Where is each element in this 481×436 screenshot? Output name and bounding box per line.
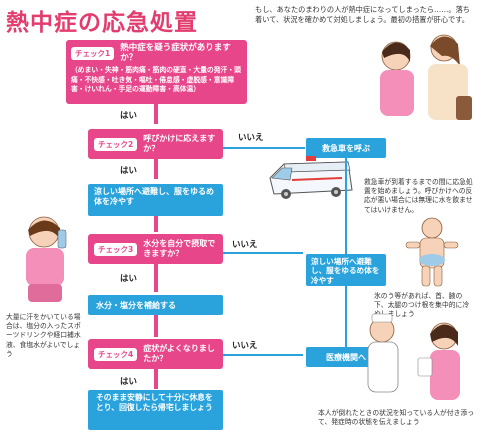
nurse-illustration (367, 313, 460, 400)
ambulance-note: 救急車が到着するまでの間に応急処置を始めましょう。呼びかけへの反応が悪い場合には… (364, 178, 473, 214)
hospital-text: 医療機関へ (326, 352, 366, 362)
yes-label-4: はい (120, 377, 138, 387)
yes-arrow-5 (154, 315, 158, 337)
no-line-3 (223, 252, 303, 254)
yes-arrow-2 (154, 159, 158, 179)
ambulance-box: 救急車を呼ぶ (306, 138, 386, 158)
page-title: 熱中症の応急処置 (6, 10, 198, 36)
right-line-1 (345, 158, 347, 254)
rest-text: そのまま安静にして十分に休息をとり、回復したら帰宅しましょう (96, 393, 213, 413)
yes-label-1: はい (120, 111, 138, 121)
cool-down-box: 涼しい場所へ避難し、服をゆるめ体を冷やす (88, 184, 223, 216)
check3-box: チェック3 水分を自分で摂取できますか？ (88, 234, 223, 264)
lying-person-illustration (405, 217, 459, 287)
no-line-4 (223, 354, 303, 356)
check2-box: チェック2 呼びかけに応えますか？ (88, 129, 223, 159)
no-label-4: いいえ (232, 341, 258, 351)
no-label-3: いいえ (232, 240, 258, 250)
check3-badge: チェック3 (94, 242, 138, 256)
hospital-note: 本人が倒れたときの状況を知っている人が付き添って、発症時の状態を伝えましょう (318, 409, 474, 427)
child-drinking-illustration (26, 216, 67, 302)
check1-box: チェック1 熱中症を疑う症状がありますか？ （めまい・失神・筋肉痛・筋肉の硬直・… (66, 40, 247, 104)
cool-down-right-box: 涼しい場所へ避難し、服をゆるめ体を冷やす (306, 254, 386, 286)
cool-down-text: 涼しい場所へ避難し、服をゆるめ体を冷やす (94, 187, 214, 206)
yes-label-3: はい (120, 274, 138, 284)
woman-helping-illustration (380, 34, 472, 120)
hydrate-box: 水分・塩分を補給する (88, 295, 223, 315)
ambulance-text: 救急車を呼ぶ (322, 143, 370, 153)
check3-question: 水分を自分で摂取できますか？ (143, 239, 216, 258)
rest-box: そのまま安静にして十分に休息をとり、回復したら帰宅しましょう (88, 390, 223, 430)
cooling-note: 氷のう等があれば、首、腋の下、太腿のつけ根を集中的に冷やしましょう (374, 292, 470, 319)
check4-question: 症状がよくなりましたか？ (143, 344, 215, 363)
right-line-2 (345, 286, 347, 347)
right-line-3 (303, 147, 305, 149)
yes-arrow-1 (154, 104, 158, 124)
yes-arrow-3 (154, 216, 158, 232)
yes-arrow-6 (154, 369, 158, 389)
yes-label-2: はい (120, 166, 138, 176)
check1-question: 熱中症を疑う症状がありますか？ (120, 43, 231, 64)
check4-badge: チェック4 (94, 347, 138, 361)
yes-arrow-4 (154, 264, 158, 292)
hydrate-text: 水分・塩分を補給する (96, 300, 176, 310)
cool-down-right-text: 涼しい場所へ避難し、服をゆるめ体を冷やす (311, 257, 380, 285)
check2-question: 呼びかけに応えますか？ (143, 134, 216, 153)
check2-badge: チェック2 (94, 137, 138, 151)
no-line-2 (223, 147, 303, 149)
check1-badge: チェック1 (71, 47, 115, 60)
check4-box: チェック4 症状がよくなりましたか？ (88, 339, 223, 369)
drink-note: 大量に汗をかいている場合は、塩分の入ったスポーツドリンクや経口補水液、食塩水がよ… (6, 313, 81, 358)
check1-detail: （めまい・失神・筋肉痛・筋肉の硬直・大量の発汗・頭痛・不快感・吐き気・嘔吐・倦怠… (71, 66, 241, 93)
no-label-2: いいえ (238, 133, 264, 143)
ambulance-icon (269, 156, 353, 199)
hospital-box: 医療機関へ (306, 347, 386, 367)
intro-text: もし、あなたのまわりの人が熱中症になってしまったら……。落ち着いて、状況を確かめ… (255, 5, 470, 24)
